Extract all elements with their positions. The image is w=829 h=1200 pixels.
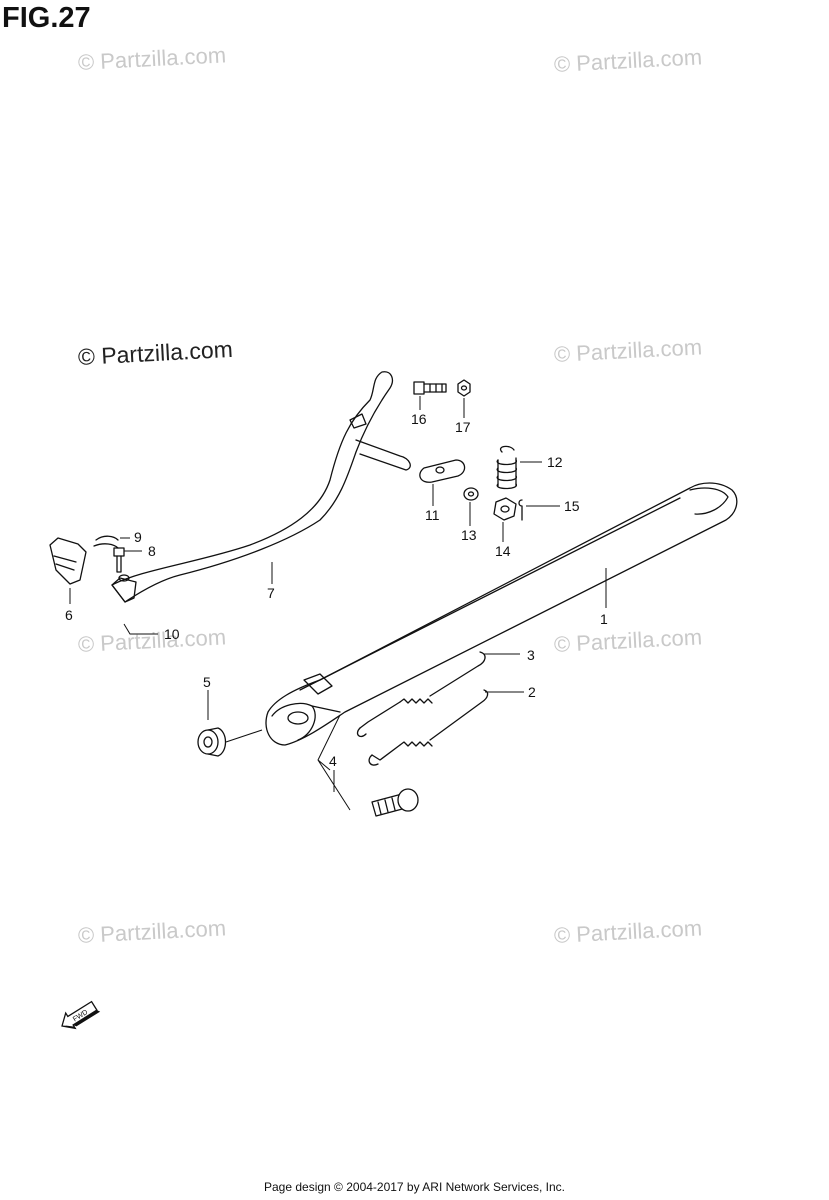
callout-15: 15 <box>564 498 580 514</box>
part-13-washer[interactable] <box>463 487 479 501</box>
callout-6: 6 <box>65 607 73 623</box>
part-1-side-stand[interactable] <box>265 482 738 746</box>
part-11-plate[interactable] <box>419 459 466 483</box>
callout-1: 1 <box>600 611 608 627</box>
part-5-bushing[interactable] <box>197 727 227 757</box>
callout-5: 5 <box>203 674 211 690</box>
callout-13: 13 <box>461 527 477 543</box>
callout-2: 2 <box>528 684 536 700</box>
callout-8: 8 <box>148 543 156 559</box>
callout-12: 12 <box>547 454 563 470</box>
part-8-bolt[interactable] <box>113 547 125 573</box>
callout-4: 4 <box>329 753 337 769</box>
callout-10: 10 <box>164 626 180 642</box>
part-4-pivot-bolt[interactable] <box>371 788 419 817</box>
callout-9: 9 <box>134 529 142 545</box>
callout-16: 16 <box>411 411 427 427</box>
part-17-nut[interactable] <box>457 379 471 397</box>
callout-14: 14 <box>495 543 511 559</box>
callout-3: 3 <box>527 647 535 663</box>
fwd-arrow-icon: FWD <box>61 1000 101 1030</box>
part-7-lever[interactable] <box>111 371 411 603</box>
footer-copyright: Page design © 2004-2017 by ARI Network S… <box>263 1180 565 1194</box>
part-3-spring[interactable] <box>356 651 486 738</box>
callout-17: 17 <box>455 419 471 435</box>
part-16-bolt[interactable] <box>413 381 447 395</box>
part-14-nut[interactable] <box>493 497 517 521</box>
part-15-cotter-pin[interactable] <box>518 499 523 521</box>
part-6-pedal-rubber[interactable] <box>49 537 87 585</box>
callout-11: 11 <box>425 507 440 523</box>
part-12-coil-spring[interactable] <box>496 445 517 490</box>
figure-title: FIG.27 <box>2 2 91 34</box>
callout-7: 7 <box>267 585 275 601</box>
part-9-spring-washer[interactable] <box>93 535 119 549</box>
part-2-spring[interactable] <box>368 689 489 766</box>
leader-lines <box>69 396 607 811</box>
